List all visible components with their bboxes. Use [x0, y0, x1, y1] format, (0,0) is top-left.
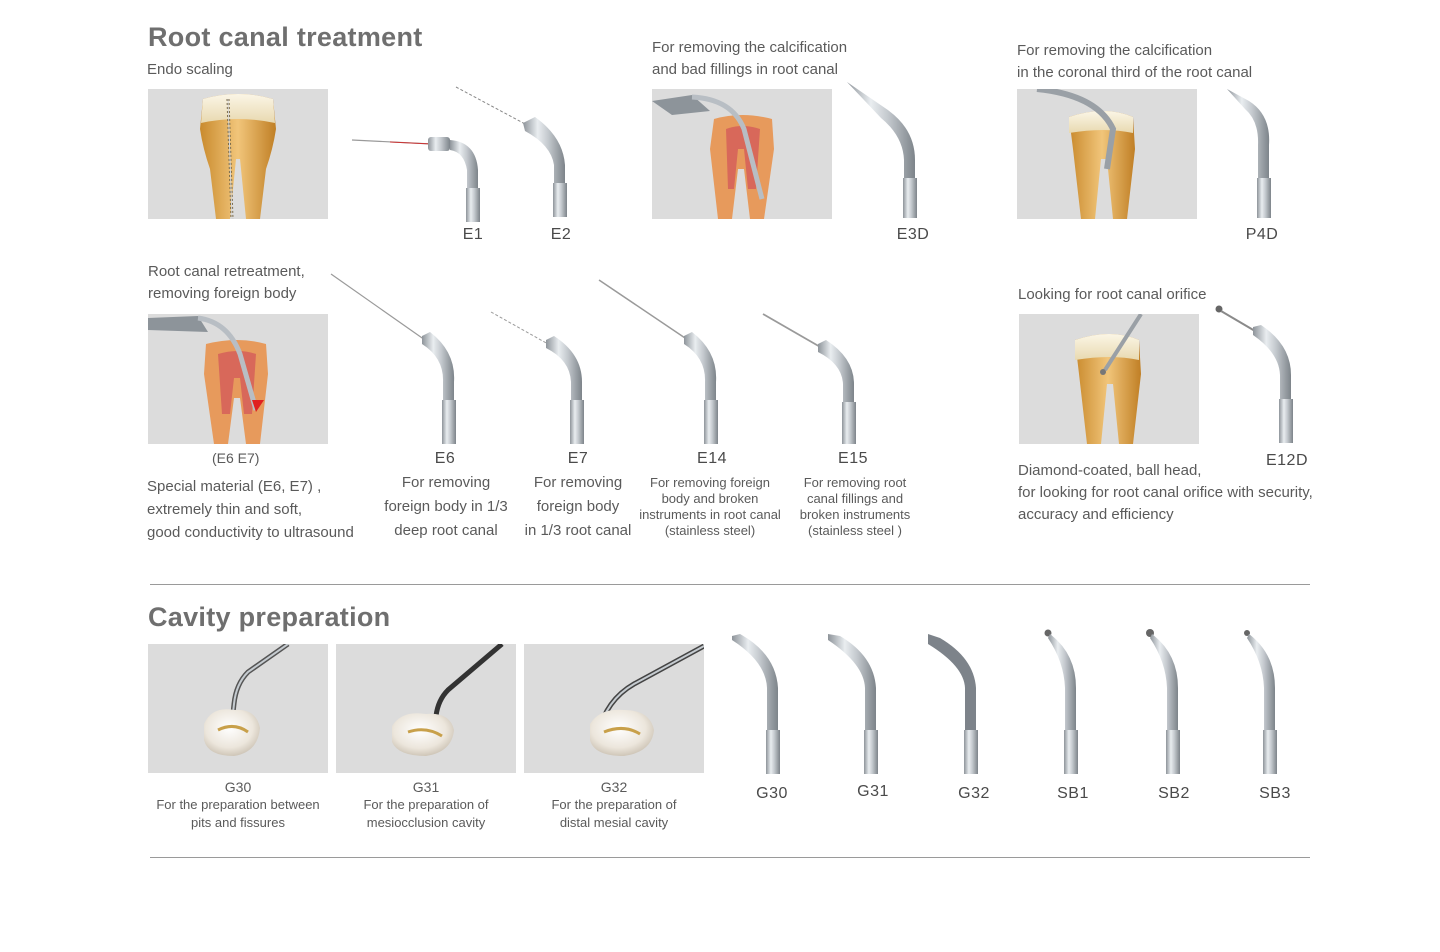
e6-tip-image — [330, 272, 460, 447]
g32-photo — [524, 644, 704, 773]
e2-tip-image — [455, 85, 575, 220]
sb1-tip-image — [1042, 628, 1092, 776]
retreatment-description: Root canal retreatment, removing foreign… — [148, 263, 305, 302]
tip-label-e15: E15 — [838, 450, 868, 467]
tip-label-g31: G31 — [857, 783, 889, 800]
e3d-tip-image — [845, 80, 925, 220]
g32-photo-caption: G32 For the preparation of distal mesial… — [551, 779, 677, 830]
g31-photo — [336, 644, 516, 773]
orifice-label: Looking for root canal orifice — [1018, 286, 1207, 303]
tip-label-sb3: SB3 — [1259, 785, 1291, 802]
tip-label-g30: G30 — [756, 785, 788, 802]
tip-label-e1: E1 — [462, 226, 484, 243]
sb3-tip-image — [1241, 628, 1291, 776]
tip-label-e7: E7 — [567, 450, 589, 467]
g30-photo — [148, 644, 328, 773]
tip-label-g32: G32 — [958, 785, 990, 802]
section-title-root-canal: Root canal treatment — [148, 22, 423, 52]
tip-label-e6: E6 — [434, 450, 456, 467]
g30-tip-image — [730, 632, 790, 776]
g30-photo-caption: G30 For the preparation between pits and… — [156, 779, 320, 830]
g31-tip-image — [826, 632, 886, 776]
orifice-photo — [1019, 314, 1199, 444]
retreatment-photo — [148, 314, 328, 444]
e6-description: For removing foreign body in 1/3 deep ro… — [384, 474, 508, 539]
e15-description: For removing root canal fillings and bro… — [799, 475, 911, 538]
p4d-photo — [1017, 89, 1197, 219]
g32-tip-image — [926, 632, 986, 776]
e3d-description: For removing the calcification and bad f… — [652, 39, 848, 78]
e7-tip-image — [490, 310, 590, 447]
e14-description: For removing foreign body and broken ins… — [639, 475, 781, 538]
endo-scaling-photo — [148, 89, 328, 219]
e15-tip-image — [762, 312, 862, 447]
tip-label-e12d: E12D — [1265, 452, 1309, 469]
e12d-tip-image — [1215, 305, 1305, 447]
diamond-description: Diamond-coated, ball head, for looking f… — [1018, 462, 1313, 523]
p4d-tip-image — [1225, 85, 1285, 220]
e14-tip-image — [598, 278, 723, 447]
g31-photo-caption: G31 For the preparation of mesiocclusion… — [363, 779, 489, 830]
e7-description: For removing foreign body in 1/3 root ca… — [524, 474, 632, 539]
divider-1 — [150, 584, 1310, 585]
divider-2 — [150, 857, 1310, 858]
e6-e7-caption: (E6 E7) — [212, 450, 260, 466]
p4d-description: For removing the calcification in the co… — [1017, 42, 1253, 81]
endo-scaling-label: Endo scaling — [147, 61, 233, 78]
tip-label-e14: E14 — [697, 450, 727, 467]
tip-label-sb2: SB2 — [1158, 785, 1190, 802]
sb2-tip-image — [1144, 628, 1194, 776]
tip-label-p4d: P4D — [1245, 226, 1279, 243]
special-material-description: Special material (E6, E7) , extremely th… — [147, 478, 354, 541]
e3d-photo — [652, 89, 832, 219]
section-title-cavity: Cavity preparation — [148, 602, 391, 632]
tip-label-e2: E2 — [550, 226, 572, 243]
tip-label-sb1: SB1 — [1057, 785, 1089, 802]
tip-label-e3d: E3D — [896, 226, 930, 243]
e1-tip-image — [350, 130, 490, 225]
